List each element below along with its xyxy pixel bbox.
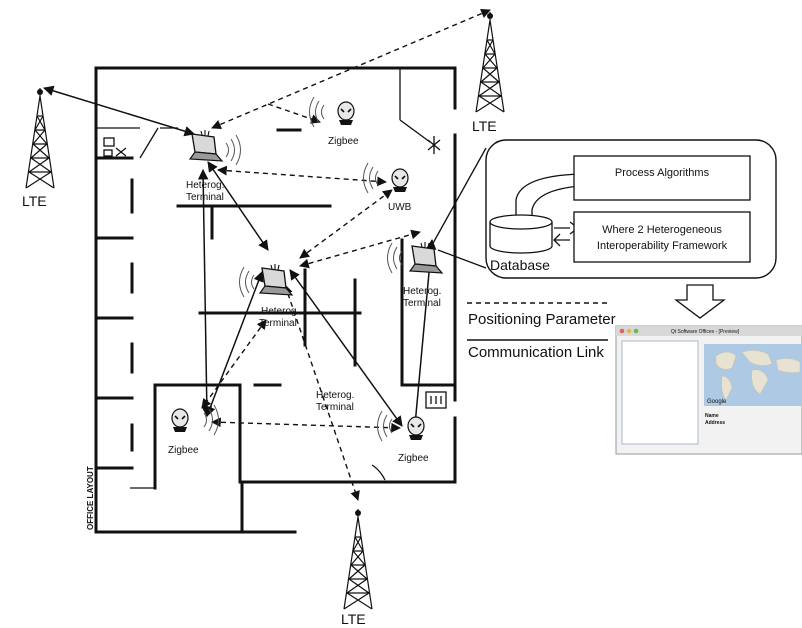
terminal-right: Heterog. Terminal <box>387 241 443 309</box>
lte-tower-left: LTE <box>22 87 55 209</box>
terminal-top-left: Heterog. Terminal <box>186 129 241 203</box>
lte-label: LTE <box>472 118 497 134</box>
zigbee-label: Zigbee <box>168 445 199 456</box>
zigbee-node-right: Zigbee <box>377 410 429 464</box>
close-icon <box>619 328 625 334</box>
server-callout: Database Process Algorithms Where 2 Hete… <box>431 139 777 279</box>
terminal-lower: Heterog. Terminal <box>316 390 354 413</box>
address-field-label: Address <box>705 420 725 426</box>
uwb-label: UWB <box>388 202 412 213</box>
terminal-label: Heterog. <box>316 390 354 401</box>
framework-label: Where 2 Heterogeneous <box>602 224 722 236</box>
terminal-center: Heterog. Terminal <box>239 263 299 329</box>
database-icon <box>489 214 553 254</box>
terminal-label: Heterog. <box>186 180 224 191</box>
app-window: Qt Software Offices - [Preview] Google N… <box>615 325 802 455</box>
zigbee-label: Zigbee <box>328 136 359 147</box>
legend: Positioning Parameter Communication Link <box>467 302 616 361</box>
minimize-icon <box>626 328 632 334</box>
legend-communication: Communication Link <box>468 344 604 361</box>
lte-label: LTE <box>341 611 366 627</box>
zigbee-node-left: Zigbee <box>168 404 219 456</box>
window-title: Qt Software Offices - [Preview] <box>671 329 740 335</box>
lte-tower-bottom: LTE <box>341 508 373 627</box>
database-label: Database <box>490 257 550 273</box>
framework-label: Interoperability Framework <box>597 240 728 252</box>
lte-label: LTE <box>22 193 47 209</box>
positioning-links <box>201 8 491 501</box>
terminal-label: Terminal <box>186 192 224 203</box>
name-field-label: Name <box>705 413 719 419</box>
terminal-label: Heterog. <box>403 286 441 297</box>
terminal-label: Heterog. <box>261 306 299 317</box>
terminal-label: Terminal <box>316 402 354 413</box>
zoom-icon <box>633 328 639 334</box>
uwb-node: UWB <box>363 162 412 213</box>
process-algorithms-box <box>573 155 751 201</box>
legend-positioning: Positioning Parameter <box>468 311 616 328</box>
zigbee-node-top: Zigbee <box>309 96 359 147</box>
office-layout-label: OFFICE LAYOUT <box>86 466 95 530</box>
process-algorithms-label: Process Algorithms <box>615 167 710 179</box>
lte-tower-top-right: LTE <box>472 11 505 134</box>
terminal-label: Terminal <box>259 318 297 329</box>
terminal-label: Terminal <box>403 298 441 309</box>
down-arrow-icon <box>674 284 726 319</box>
google-logo: Google <box>707 399 727 405</box>
framework-box <box>573 211 751 263</box>
zigbee-label: Zigbee <box>398 453 429 464</box>
offices-list <box>621 340 699 445</box>
